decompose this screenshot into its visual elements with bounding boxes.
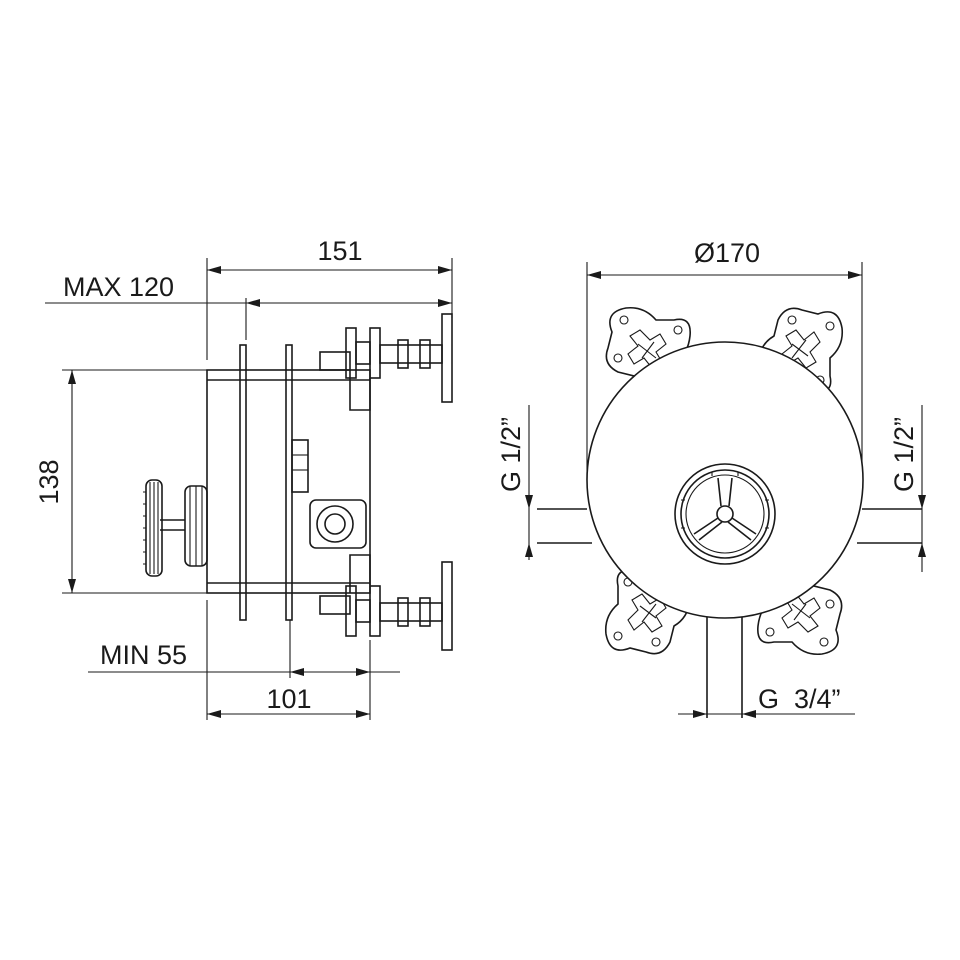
dim-body-width-label: 101 <box>266 684 311 714</box>
port-pipes <box>537 508 922 718</box>
dim-right-port-label: G 1/2” <box>889 417 919 492</box>
dim-body-width: 101 <box>206 600 371 720</box>
dim-right-port: G 1/2” <box>889 405 926 572</box>
valve-body-side <box>206 344 371 621</box>
dim-overall-width-label: 151 <box>317 236 362 266</box>
knob-side <box>143 479 208 577</box>
dim-diameter: Ø170 <box>586 238 863 480</box>
dim-max-depth-label: MAX 120 <box>63 272 174 302</box>
side-view: 151 MAX 120 138 MIN 55 <box>34 236 453 720</box>
front-view: Ø170 <box>496 238 926 718</box>
valve-body-front <box>586 341 864 619</box>
dim-diameter-label: Ø170 <box>694 238 760 268</box>
dim-height-label: 138 <box>34 459 64 504</box>
dim-max-depth: MAX 120 <box>45 272 452 340</box>
dim-left-port-label: G 1/2” <box>496 417 526 492</box>
dim-overall-width: 151 <box>206 236 453 360</box>
dim-bottom-port-label: G 3/4” <box>758 684 841 714</box>
dim-bottom-port: G 3/4” <box>678 684 855 718</box>
dim-height: 138 <box>34 369 208 594</box>
upper-connection <box>319 313 453 411</box>
lower-connection <box>319 554 453 651</box>
dim-min-depth-label: MIN 55 <box>100 640 187 670</box>
dim-left-port: G 1/2” <box>496 405 533 560</box>
dim-min-depth: MIN 55 <box>88 620 400 678</box>
